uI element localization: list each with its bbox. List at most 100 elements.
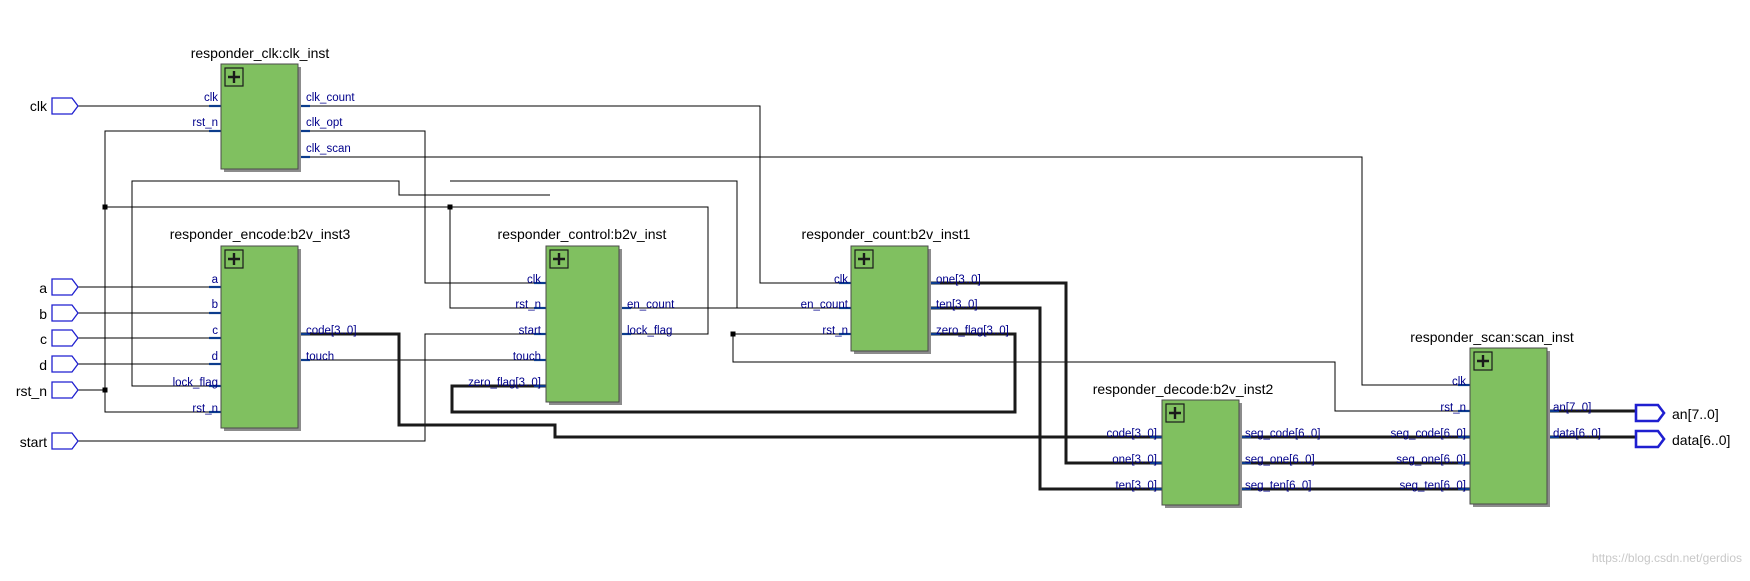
port-label-clk: clk xyxy=(834,274,848,286)
pentagon-pin-icon xyxy=(51,432,79,450)
pentagon-pin-icon xyxy=(1634,403,1666,423)
bus-code xyxy=(298,332,1162,439)
input-label-rst-n: rst_n xyxy=(16,383,47,399)
plus-square-cross xyxy=(858,253,870,265)
output-label-an: an[7..0] xyxy=(1672,406,1719,422)
pentagon-pin-icon xyxy=(51,97,79,115)
port-label-code: code[3..0] xyxy=(306,325,357,337)
block-body-scan-inst[interactable] xyxy=(1469,347,1548,505)
port-label-en-count: en_count xyxy=(801,299,849,311)
wire-rst-n-scan xyxy=(732,334,1470,412)
port-label-d: d xyxy=(212,351,218,363)
block-title-scan-inst: responder_scan:scan_inst xyxy=(1410,329,1574,345)
block-clk-inst[interactable]: responder_clk:clk_inst clk rst_n clk_cou… xyxy=(191,45,356,172)
port-label-zero-flag: zero_flag[3..0] xyxy=(936,325,1009,337)
plus-square-frame xyxy=(224,67,244,87)
port-label-start: start xyxy=(519,325,542,337)
port-label-touch: touch xyxy=(513,351,541,363)
block-scan-inst[interactable]: responder_scan:scan_inst clk rst_n seg_c… xyxy=(1391,329,1601,507)
pentagon-pin-icon xyxy=(51,278,79,296)
wire-rst-n-to-control xyxy=(105,206,709,335)
buses-layer xyxy=(209,104,1636,491)
plus-square-frame xyxy=(224,249,244,269)
port-label-rst-n: rst_n xyxy=(192,403,218,415)
plus-square-cross xyxy=(1169,407,1181,419)
port-label-ten: ten[3..0] xyxy=(1115,480,1157,492)
wire-clk-scan xyxy=(298,156,1470,386)
input-pin-b[interactable]: b xyxy=(39,304,79,322)
port-label-c: c xyxy=(212,325,218,337)
plus-square-icon[interactable] xyxy=(854,249,874,269)
block-title-b2v-inst1: responder_count:b2v_inst1 xyxy=(802,226,971,242)
block-body-b2v-inst1[interactable] xyxy=(850,245,929,352)
wire-lock-flag-a xyxy=(131,180,550,387)
junction-dot xyxy=(447,204,453,210)
input-pin-a[interactable]: a xyxy=(39,278,79,296)
input-pin-d[interactable]: d xyxy=(39,355,79,373)
input-pin-start[interactable]: start xyxy=(20,432,79,450)
output-pin-data[interactable]: data[6..0] xyxy=(1634,429,1730,449)
plus-square-cross xyxy=(553,253,565,265)
output-pin-an[interactable]: an[7..0] xyxy=(1634,403,1719,423)
wire-clk-count xyxy=(298,105,851,284)
plus-square-icon[interactable] xyxy=(1473,351,1493,371)
port-label-touch: touch xyxy=(306,351,334,363)
junction-dot xyxy=(102,387,108,393)
junction-dot xyxy=(730,331,736,337)
port-label-zero-flag: zero_flag[3..0] xyxy=(468,377,541,389)
port-label-clk-scan: clk_scan xyxy=(306,143,351,155)
port-label-one: one[3..0] xyxy=(936,274,981,286)
watermark: https://blog.csdn.net/gerdios xyxy=(1592,551,1742,565)
port-label-lock-flag: lock_flag xyxy=(173,377,218,389)
port-label-seg-code: seg_code[6..0] xyxy=(1391,428,1466,440)
plus-square-icon[interactable] xyxy=(549,249,569,269)
plus-square-frame xyxy=(1165,403,1185,423)
pentagon-pin-icon xyxy=(51,381,79,399)
bus-zero-flag xyxy=(450,332,1017,414)
plus-square-cross xyxy=(1477,355,1489,367)
pentagon-pin-icon xyxy=(51,304,79,322)
junctions-layer xyxy=(102,204,736,393)
plus-square-frame xyxy=(854,249,874,269)
port-label-an: an[7..0] xyxy=(1553,402,1591,414)
pentagon-pin-icon xyxy=(1634,429,1666,449)
input-label-d: d xyxy=(39,357,47,373)
input-pin-c[interactable]: c xyxy=(40,329,79,347)
port-label-rst-n: rst_n xyxy=(515,299,541,311)
port-label-seg-code: seg_code[6..0] xyxy=(1245,428,1320,440)
wires-layer xyxy=(78,105,1470,442)
port-label-rst-n: rst_n xyxy=(1440,402,1466,414)
block-b2v-inst[interactable]: responder_control:b2v_inst clk rst_n sta… xyxy=(468,226,675,405)
bus-ten xyxy=(928,306,1162,491)
block-title-clk-inst: responder_clk:clk_inst xyxy=(191,45,330,61)
plus-square-icon[interactable] xyxy=(1165,403,1185,423)
plus-square-frame xyxy=(549,249,569,269)
block-b2v-inst1[interactable]: responder_count:b2v_inst1 clk en_count r… xyxy=(801,226,1009,354)
port-label-lock-flag: lock_flag xyxy=(627,325,672,337)
block-body-b2v-inst2[interactable] xyxy=(1161,399,1240,506)
port-label-clk: clk xyxy=(527,274,541,286)
block-title-b2v-inst2: responder_decode:b2v_inst2 xyxy=(1093,381,1274,397)
plus-square-icon[interactable] xyxy=(224,249,244,269)
port-label-clk-count: clk_count xyxy=(306,92,355,104)
block-b2v-inst3[interactable]: responder_encode:b2v_inst3 a b c d lock_… xyxy=(170,226,357,431)
block-b2v-inst2[interactable]: responder_decode:b2v_inst2 code[3..0] on… xyxy=(1093,381,1321,508)
input-pin-clk[interactable]: clk xyxy=(30,97,79,115)
port-label-clk: clk xyxy=(1452,376,1466,388)
port-label-rst-n: rst_n xyxy=(822,325,848,337)
input-label-start: start xyxy=(20,434,47,450)
port-label-seg-ten: seg_ten[6..0] xyxy=(1400,480,1467,492)
port-label-code: code[3..0] xyxy=(1106,428,1157,440)
block-body-b2v-inst3[interactable] xyxy=(220,245,299,429)
block-title-b2v-inst3: responder_encode:b2v_inst3 xyxy=(170,226,351,242)
port-label-clk-opt: clk_opt xyxy=(306,117,343,129)
block-body-b2v-inst[interactable] xyxy=(545,245,620,403)
input-label-b: b xyxy=(39,306,47,322)
input-pin-rst-n[interactable]: rst_n xyxy=(16,381,79,399)
block-body-clk-inst[interactable] xyxy=(220,63,299,170)
wire-start xyxy=(78,333,546,442)
plus-square-icon[interactable] xyxy=(224,67,244,87)
junction-dot xyxy=(102,204,108,210)
pentagon-pin-icon xyxy=(51,329,79,347)
